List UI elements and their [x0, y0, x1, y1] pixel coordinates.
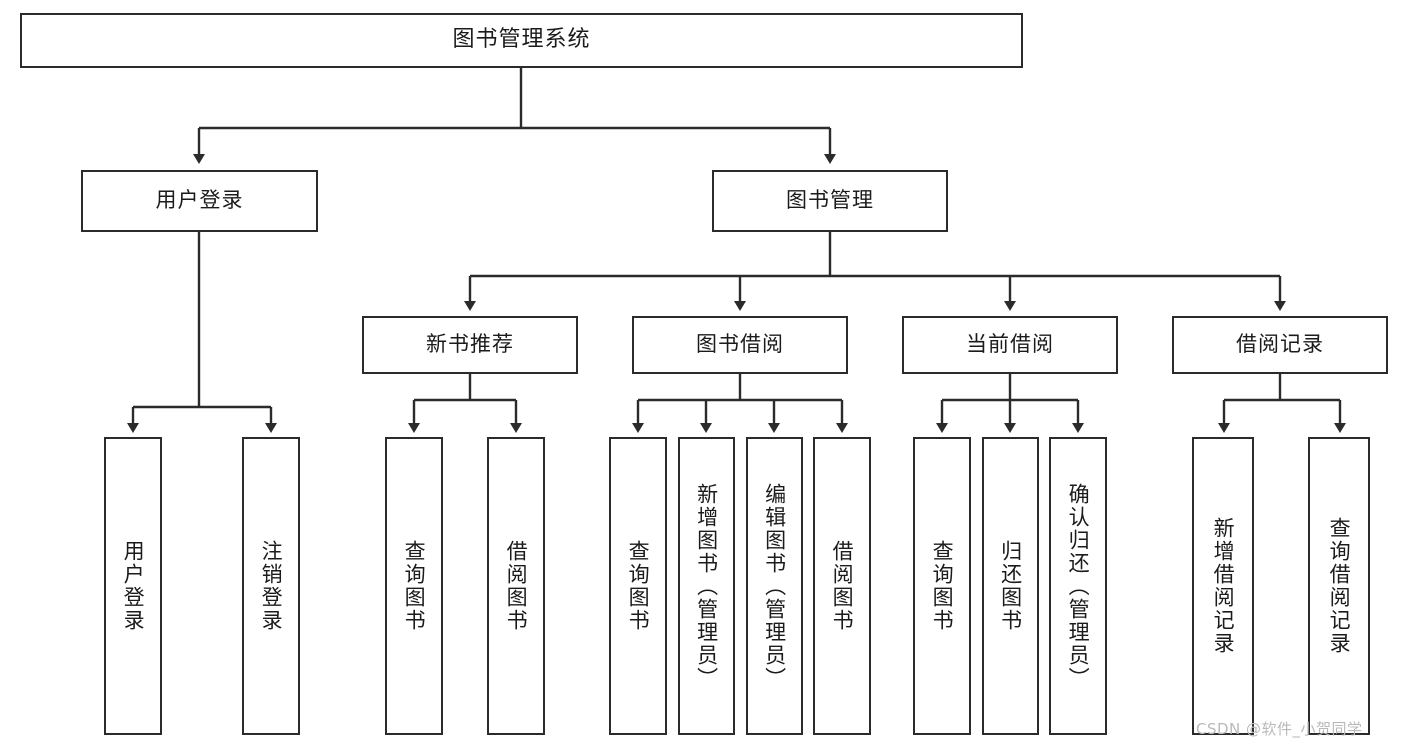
leaf-label: 归还图书	[998, 540, 1023, 632]
leaf-current-return-book[interactable]: 归还图书	[982, 437, 1039, 735]
node-root-system[interactable]: 图书管理系统	[20, 13, 1023, 68]
leaf-label: 注销登录	[259, 540, 284, 632]
leaf-borrow-borrow-book[interactable]: 借阅图书	[813, 437, 871, 735]
leaf-label: 借阅图书	[830, 540, 855, 632]
leaf-label: 查询图书	[930, 540, 955, 632]
leaf-recommend-query-book[interactable]: 查询图书	[385, 437, 443, 735]
leaf-recommend-borrow-book[interactable]: 借阅图书	[487, 437, 545, 735]
leaf-label: 查询借阅记录	[1327, 517, 1352, 655]
leaf-record-add[interactable]: 新增借阅记录	[1192, 437, 1254, 735]
leaf-label: 编辑图书（管理员）	[762, 482, 787, 690]
leaf-current-query-book[interactable]: 查询图书	[913, 437, 971, 735]
leaf-record-query[interactable]: 查询借阅记录	[1308, 437, 1370, 735]
leaf-user-login-do[interactable]: 用户登录	[104, 437, 162, 735]
node-borrow-record[interactable]: 借阅记录	[1172, 316, 1388, 374]
leaf-label: 新增图书（管理员）	[694, 482, 719, 690]
leaf-label: 查询图书	[626, 540, 651, 632]
node-new-book-recommend[interactable]: 新书推荐	[362, 316, 578, 374]
leaf-borrow-edit-book[interactable]: 编辑图书（管理员）	[746, 437, 803, 735]
leaf-current-confirm-return[interactable]: 确认归还（管理员）	[1049, 437, 1107, 735]
leaf-label: 借阅图书	[504, 540, 529, 632]
node-book-borrow[interactable]: 图书借阅	[632, 316, 848, 374]
leaf-label: 用户登录	[121, 540, 146, 632]
node-current-borrow[interactable]: 当前借阅	[902, 316, 1118, 374]
leaf-label: 新增借阅记录	[1211, 517, 1236, 655]
leaf-label: 查询图书	[402, 540, 427, 632]
csdn-watermark: CSDN @软件_小贺同学	[1196, 720, 1363, 738]
leaf-user-logout[interactable]: 注销登录	[242, 437, 300, 735]
leaf-borrow-query-book[interactable]: 查询图书	[609, 437, 667, 735]
node-user-login[interactable]: 用户登录	[81, 170, 318, 232]
leaf-label: 确认归还（管理员）	[1066, 482, 1091, 690]
node-book-management[interactable]: 图书管理	[712, 170, 948, 232]
leaf-borrow-add-book[interactable]: 新增图书（管理员）	[678, 437, 735, 735]
